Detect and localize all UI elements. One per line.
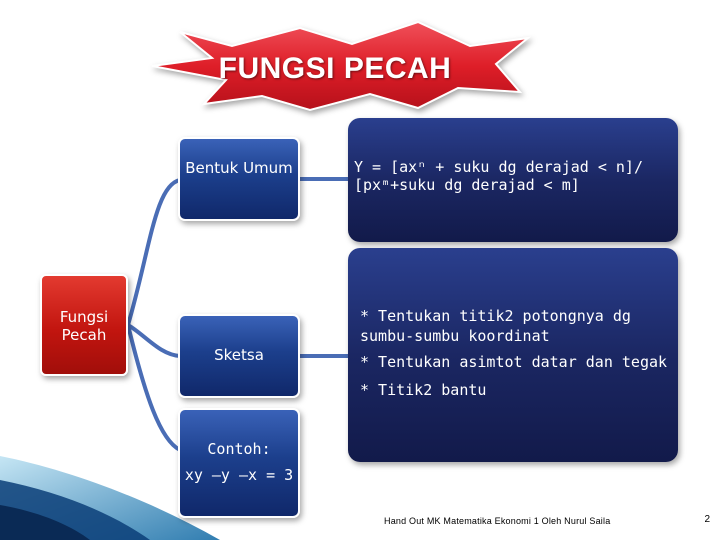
branch-label-bentuk-umum: Bentuk Umum (185, 159, 293, 177)
formula-text: Y = [axⁿ + suku dg derajad < n]/ [pxᵐ+su… (354, 158, 672, 194)
panel-sketsa: * Tentukan titik2 potongnya dg sumbu-sum… (348, 248, 678, 462)
branch-node-sketsa: Sketsa (178, 314, 300, 398)
contoh-content: Contoh: xy –y –x = 3 (178, 408, 300, 518)
contoh-equation: xy –y –x = 3 (178, 462, 300, 488)
branch-node-bentuk-umum: Bentuk Umum (178, 137, 300, 221)
sketsa-step-1: * Tentukan titik2 potongnya dg sumbu-sum… (360, 306, 672, 346)
sketsa-step-3: * Titik2 bantu (360, 380, 672, 400)
root-node-label: Fungsi Pecah (60, 308, 108, 344)
root-node-fungsi-pecah: Fungsi Pecah (40, 274, 128, 376)
panel-bentuk-umum: Y = [axⁿ + suku dg derajad < n]/ [pxᵐ+su… (348, 118, 678, 242)
sketsa-step-2: * Tentukan asimtot datar dan tegak (360, 352, 672, 372)
page-number: 2 (696, 514, 710, 525)
connector-root-to-bentuk (128, 180, 180, 325)
footer-credit: Hand Out MK Matematika Ekonomi 1 Oleh Nu… (384, 516, 674, 526)
contoh-label: Contoh: (178, 436, 300, 462)
branch-label-sketsa: Sketsa (214, 346, 264, 364)
